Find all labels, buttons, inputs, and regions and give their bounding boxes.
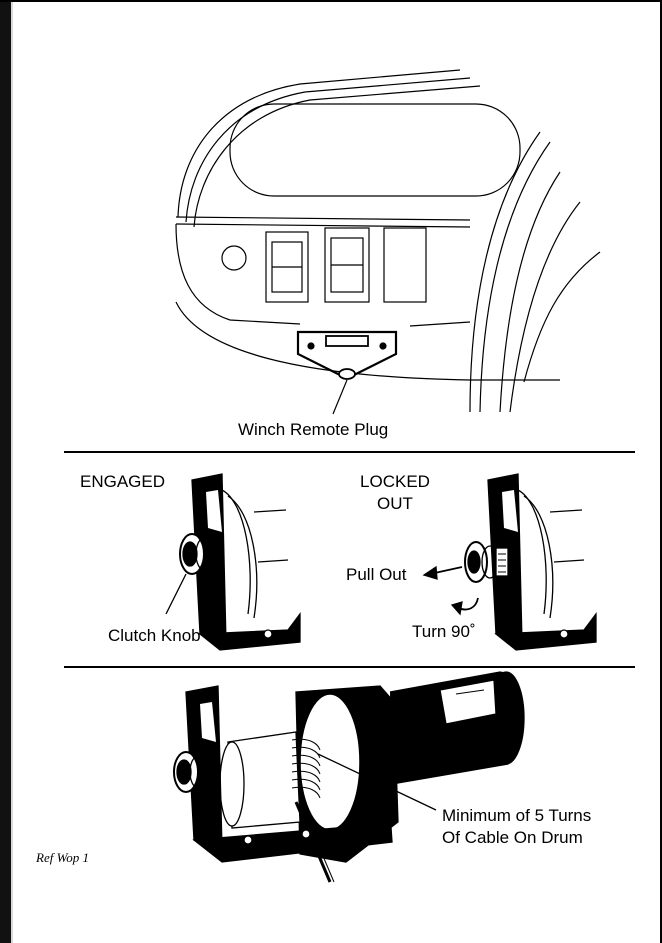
section-divider-1 [64,451,635,453]
section-divider-2 [64,666,635,668]
clutch-knob-label: Clutch Knob [108,626,201,645]
pull-out-label: Pull Out [346,565,407,584]
page-right-border [660,2,662,943]
page-edge-highlight [11,2,13,943]
min-turns-label-line2: Of Cable On Drum [442,828,583,847]
dashboard-illustration [175,69,601,415]
locked-out-label-line1: LOCKED [360,472,430,491]
locked-out-label-line2: OUT [377,494,413,513]
page-edge-bar [0,2,11,943]
reference-code: Ref Wop 1 [36,850,89,865]
winch-remote-plug-caption: Winch Remote Plug [238,420,389,439]
min-turns-label-line1: Minimum of 5 Turns [442,806,592,825]
engaged-label: ENGAGED [80,472,166,491]
turn-90-label: Turn 90˚ [412,622,476,641]
